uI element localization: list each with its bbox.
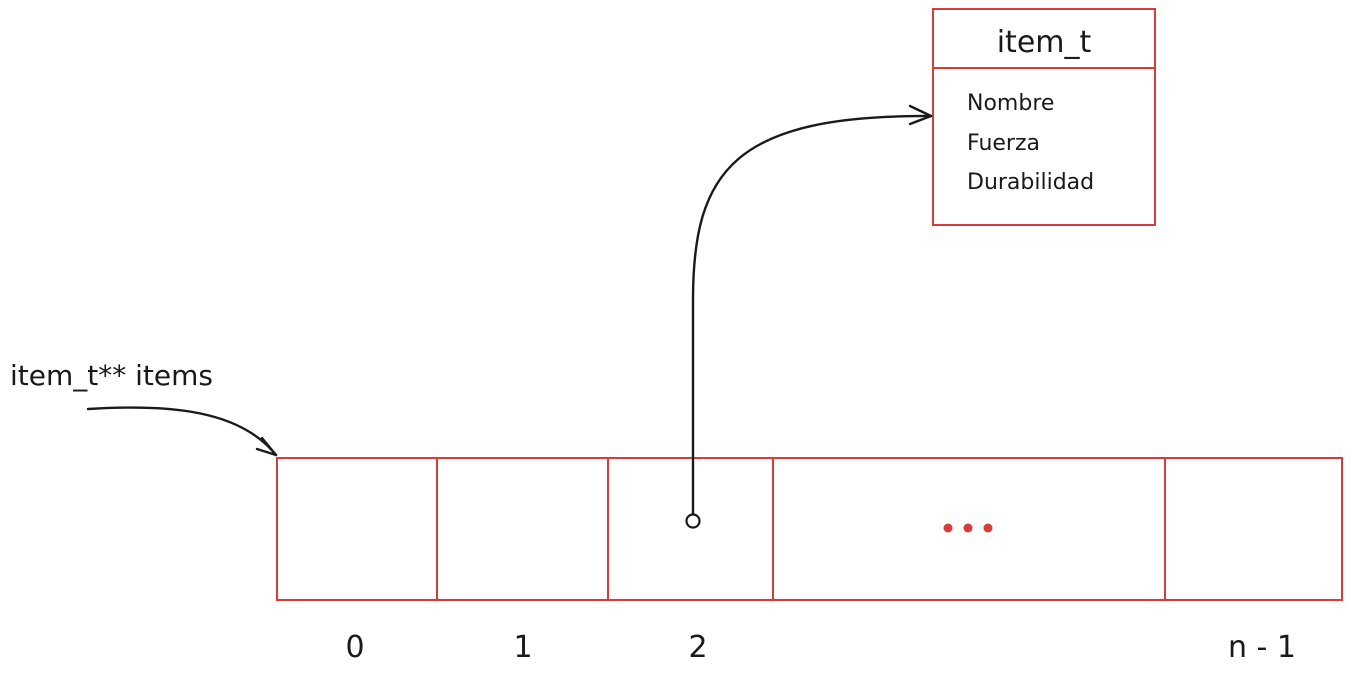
array-cell-last (1164, 457, 1343, 601)
struct-field-0: Nombre (967, 91, 1054, 116)
element-pointer-arrowhead (908, 104, 933, 126)
index-label-0: 0 (345, 630, 364, 665)
array-cell-0 (276, 457, 438, 601)
array-cell-1 (436, 457, 609, 601)
struct-box: item_t Nombre Fuerza Durabilidad (932, 8, 1156, 226)
array-cell-2 (607, 457, 774, 601)
ellipsis-dot-3 (983, 523, 993, 533)
index-label-2: 2 (688, 630, 707, 665)
struct-title: item_t (997, 25, 1092, 60)
pointer-arrow-line (86, 406, 278, 457)
array (276, 457, 1343, 601)
index-label-1: 1 (513, 630, 532, 665)
index-labels: 0 1 2 n - 1 (345, 630, 1296, 665)
ellipsis-dots (943, 523, 993, 533)
pointer-arrow (86, 406, 278, 457)
element-pointer-arrow (685, 104, 933, 529)
index-label-last: n - 1 (1228, 630, 1296, 665)
pointer-arrowhead (255, 436, 278, 457)
ellipsis-dot-2 (963, 523, 973, 533)
pointer-label: item_t** items (10, 359, 213, 392)
element-pointer-line (691, 114, 933, 516)
struct-border (932, 8, 1156, 226)
struct-field-1: Fuerza (967, 131, 1040, 156)
ellipsis-dot-1 (943, 523, 953, 533)
struct-field-2: Durabilidad (967, 170, 1094, 195)
pointer-origin-dot (685, 513, 701, 529)
